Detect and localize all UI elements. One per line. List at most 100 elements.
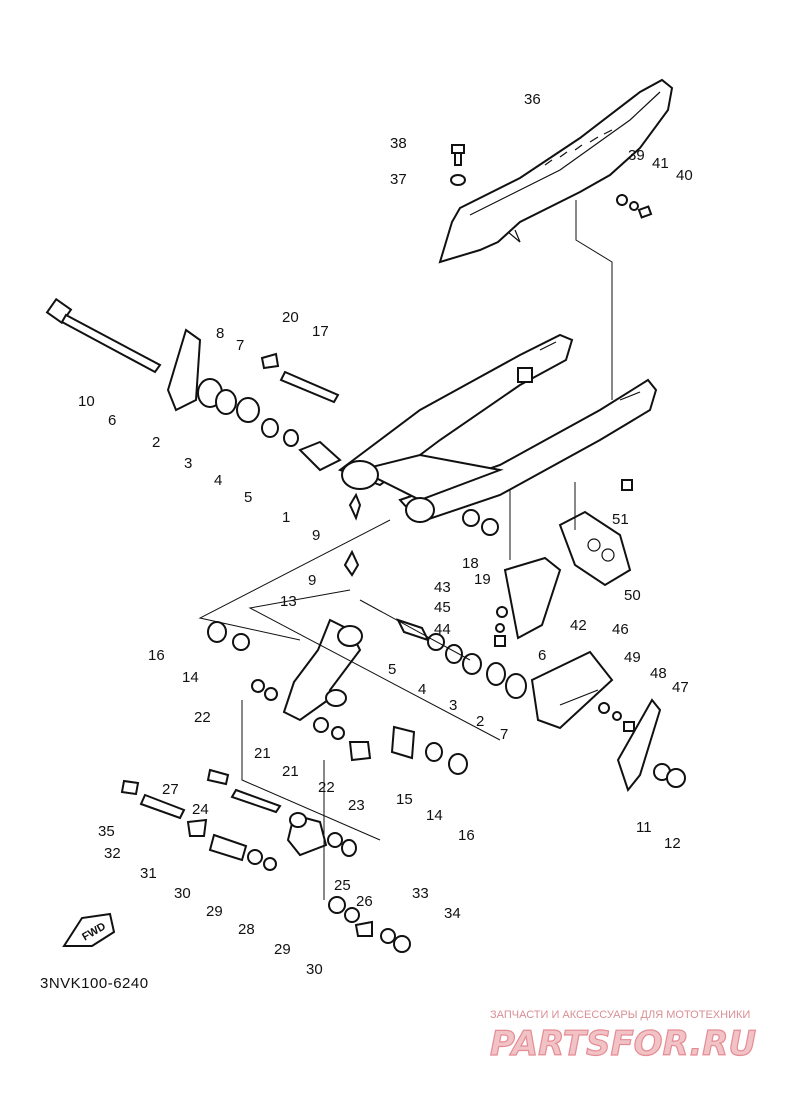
- callout-45: 45: [434, 599, 451, 616]
- callout-30a: 30: [174, 885, 191, 902]
- callout-13: 13: [280, 593, 297, 610]
- seal-30b: [344, 907, 360, 923]
- bush-31: [208, 833, 248, 862]
- nut-12: [666, 768, 686, 788]
- callout-46: 46: [612, 621, 629, 638]
- callout-7b: 7: [500, 726, 508, 743]
- collar-37: [450, 174, 466, 186]
- callout-5a: 5: [244, 489, 252, 506]
- bolt-17: [279, 370, 340, 404]
- callout-49: 49: [624, 649, 641, 666]
- callout-9b: 9: [308, 572, 316, 589]
- callout-35: 35: [98, 823, 115, 840]
- collar-25: [327, 832, 343, 848]
- collar-21: [264, 687, 278, 701]
- bolt-24: [230, 788, 282, 814]
- callout-30b: 30: [306, 961, 323, 978]
- grease-nipple-9b: [343, 549, 360, 577]
- callout-40: 40: [676, 167, 693, 184]
- callout-21b: 21: [282, 763, 299, 780]
- callout-31: 31: [140, 865, 157, 882]
- callout-26: 26: [356, 893, 373, 910]
- callout-8: 8: [216, 325, 224, 342]
- callout-41: 41: [652, 155, 669, 172]
- callout-37: 37: [390, 171, 407, 188]
- callout-4a: 4: [214, 472, 222, 489]
- bush-23: [348, 741, 372, 762]
- callout-39: 39: [628, 147, 645, 164]
- callout-17: 17: [312, 323, 329, 340]
- chain-support-50: [558, 510, 632, 587]
- spacer-22b: [331, 726, 345, 740]
- nipple-27: [206, 768, 230, 786]
- bolt-44: [494, 635, 506, 647]
- seal-30: [247, 849, 263, 865]
- seal-7b: [486, 662, 506, 686]
- washer-45: [495, 623, 505, 633]
- callout-38: 38: [390, 135, 407, 152]
- callout-16a: 16: [148, 647, 165, 664]
- callout-4b: 4: [418, 681, 426, 698]
- callout-42: 42: [570, 617, 587, 634]
- callout-34: 34: [444, 905, 461, 922]
- bolt-32: [139, 793, 186, 820]
- callout-16b: 16: [458, 827, 475, 844]
- callout-6a: 6: [108, 412, 116, 429]
- callout-51: 51: [612, 511, 629, 528]
- bush-16b: [448, 753, 468, 775]
- relay-arm: [282, 618, 363, 722]
- washer-30c: [354, 920, 373, 937]
- callout-21a: 21: [254, 745, 271, 762]
- callout-15: 15: [396, 791, 413, 808]
- washer-43: [496, 606, 508, 618]
- collar-5: [298, 440, 342, 472]
- callout-43: 43: [434, 579, 451, 596]
- callout-28: 28: [238, 921, 255, 938]
- bush-26: [341, 839, 357, 857]
- swingarm: [337, 333, 658, 524]
- callout-36: 36: [524, 91, 541, 108]
- callout-29b: 29: [274, 941, 291, 958]
- callout-3b: 3: [449, 697, 457, 714]
- callout-10: 10: [78, 393, 95, 410]
- grease-nipple-9: [348, 492, 362, 521]
- callout-2b: 2: [476, 713, 484, 730]
- washer-24b: [186, 818, 208, 837]
- callout-27: 27: [162, 781, 179, 798]
- callout-9a: 9: [312, 527, 320, 544]
- callout-33: 33: [412, 885, 429, 902]
- callout-14a: 14: [182, 669, 199, 686]
- nipple-20: [260, 352, 280, 370]
- bearing-2: [236, 397, 260, 423]
- washer-48: [612, 711, 622, 721]
- washer-41: [629, 201, 639, 211]
- chain-guard: [438, 78, 674, 264]
- callout-19: 19: [474, 571, 491, 588]
- bush-16: [207, 621, 227, 643]
- bearing-2b: [462, 653, 482, 675]
- callout-14b: 14: [426, 807, 443, 824]
- spacer-3: [261, 418, 279, 438]
- pivot-shaft: [45, 297, 162, 374]
- callout-6b: 6: [538, 647, 546, 664]
- collar-21b: [313, 717, 329, 733]
- callout-12: 12: [664, 835, 681, 852]
- callout-20: 20: [282, 309, 299, 326]
- callout-23: 23: [348, 797, 365, 814]
- watermark-tagline: ЗАПЧАСТИ И АКСЕССУАРЫ ДЛЯ МОТОТЕХНИКИ: [490, 1009, 750, 1021]
- callout-29a: 29: [206, 903, 223, 920]
- washer-4: [283, 429, 299, 447]
- chain-guide-42: [503, 556, 562, 640]
- collar-29b: [328, 896, 346, 914]
- watermark-logo: PARTSFOR.RU: [490, 1024, 756, 1064]
- bolt-38: [451, 144, 465, 166]
- chain-puller-46: [530, 650, 614, 730]
- oil-seal-6b: [505, 673, 527, 699]
- collar-29: [263, 857, 277, 871]
- callout-24: 24: [192, 801, 209, 818]
- callout-22b: 22: [318, 779, 335, 796]
- callout-44: 44: [434, 621, 451, 638]
- callout-18: 18: [462, 555, 479, 572]
- seal-7: [215, 389, 237, 415]
- spacer-22: [251, 679, 265, 693]
